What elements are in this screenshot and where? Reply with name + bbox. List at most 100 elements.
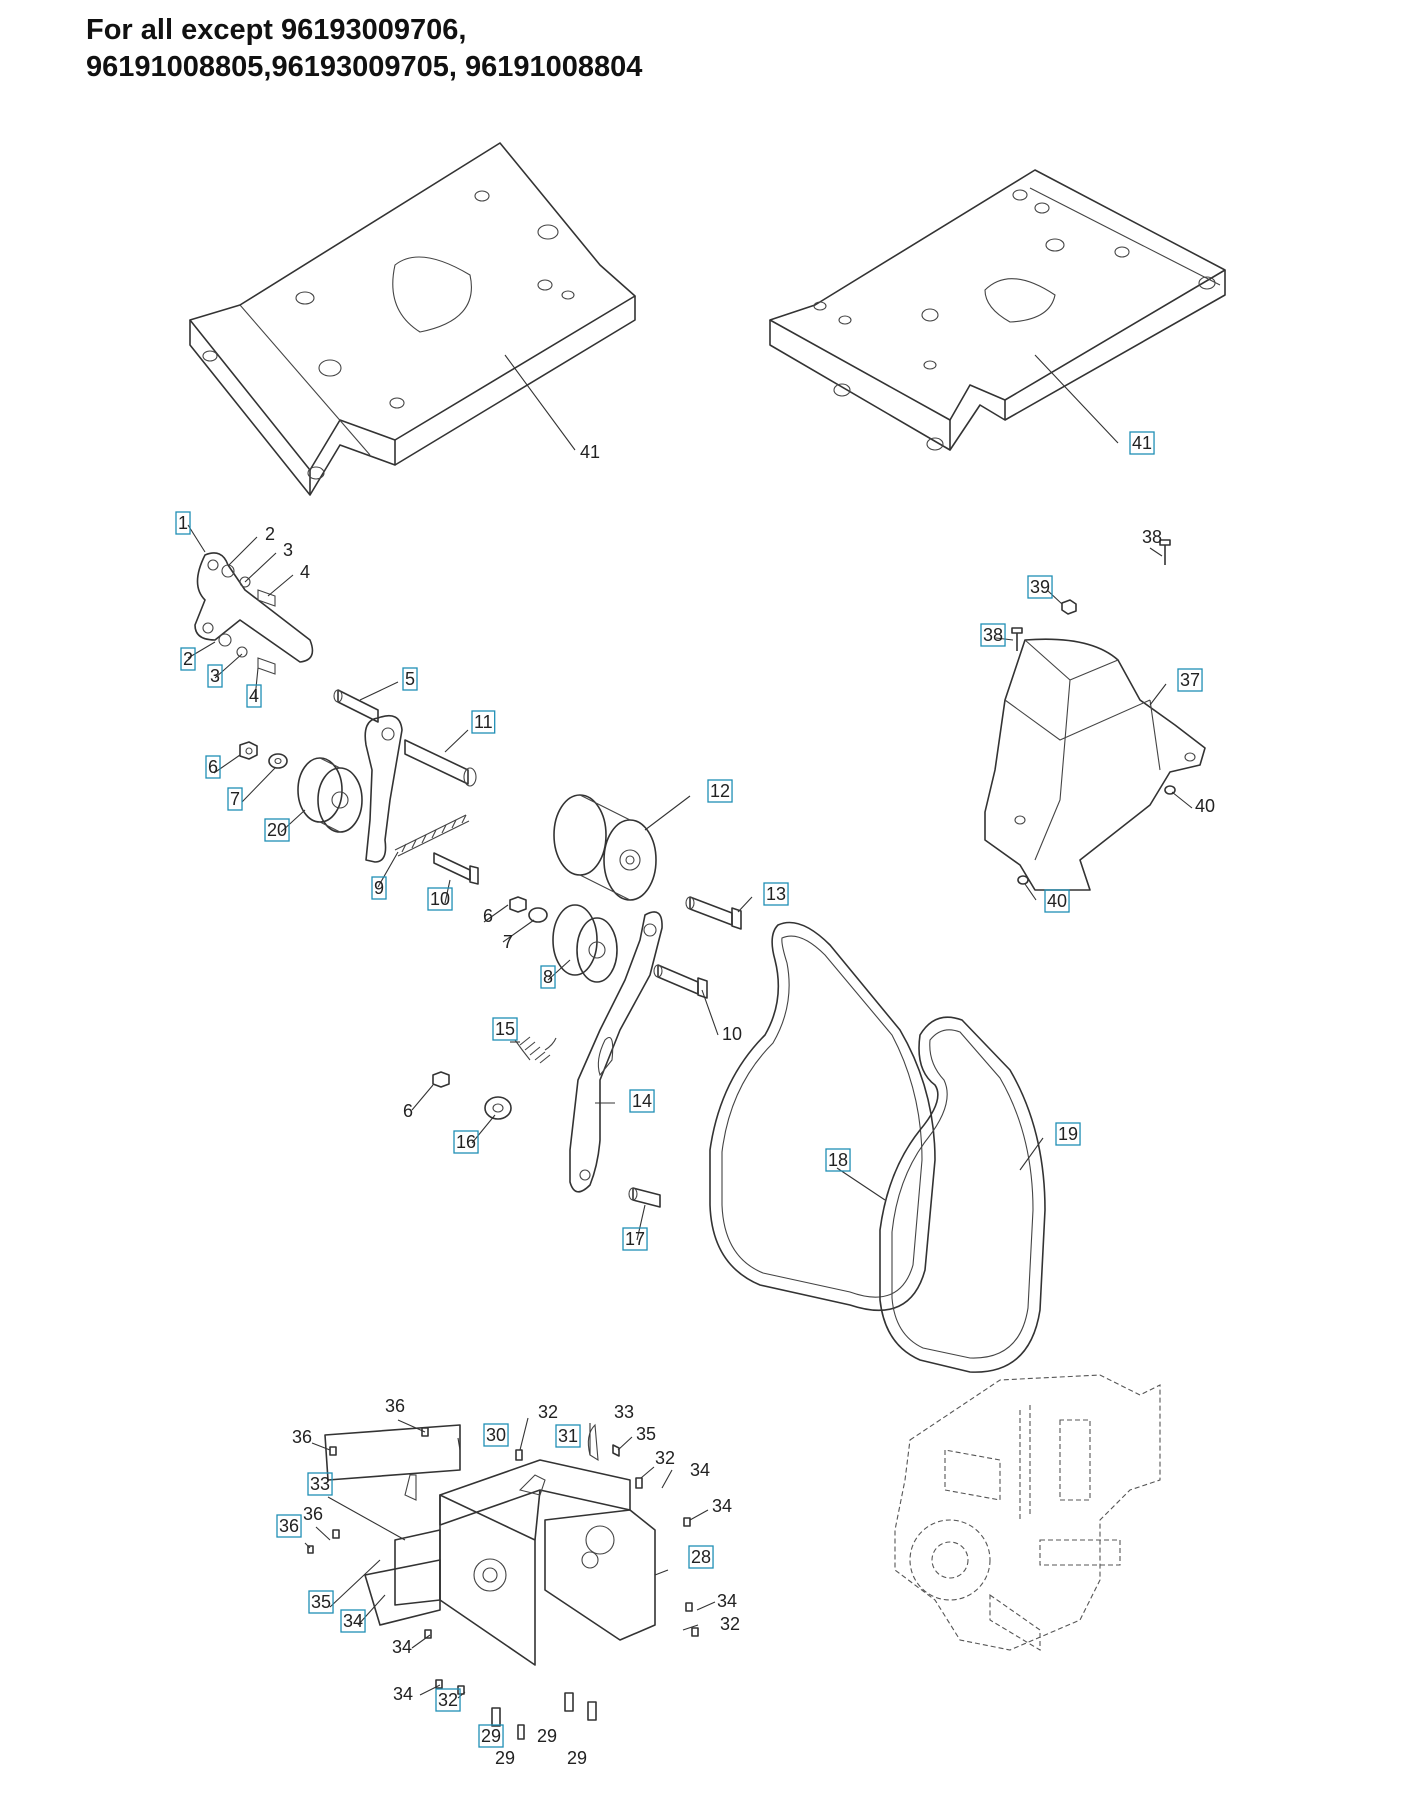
callout-16-boxed: 16 xyxy=(456,1132,476,1152)
callout-box xyxy=(207,664,223,688)
callout-34: 34 xyxy=(393,1684,413,1704)
callout-30-boxed: 30 xyxy=(486,1425,506,1445)
callout-38: 38 xyxy=(1142,527,1162,547)
callout-31-boxed: 31 xyxy=(558,1426,578,1446)
callout-box xyxy=(435,1688,461,1712)
callout-34-boxed: 34 xyxy=(343,1611,363,1631)
callout-29: 29 xyxy=(537,1726,557,1746)
callout-box xyxy=(205,755,221,779)
callout-34: 34 xyxy=(717,1591,737,1611)
arm-14 xyxy=(569,911,663,1193)
callout-box xyxy=(1177,668,1203,692)
callout-17-boxed: 17 xyxy=(625,1229,645,1249)
callout-5-boxed: 5 xyxy=(405,669,415,689)
callout-9-boxed: 9 xyxy=(374,878,384,898)
callout-box xyxy=(1129,431,1155,455)
callout-11-boxed: 11 xyxy=(474,712,493,732)
callout-36: 36 xyxy=(303,1504,323,1524)
callout-box xyxy=(180,647,196,671)
callout-33: 33 xyxy=(614,1402,634,1422)
page-title: For all except 96193009706, 96191008805,… xyxy=(86,14,643,83)
callout-box xyxy=(483,1423,509,1447)
callout-36-boxed: 36 xyxy=(279,1516,299,1536)
plate-41-right xyxy=(769,169,1226,451)
callout-7: 7 xyxy=(503,932,513,952)
spring-15 xyxy=(514,1036,557,1064)
callout-box xyxy=(622,1227,648,1251)
callout-34: 34 xyxy=(392,1637,412,1657)
callout-box xyxy=(980,623,1006,647)
callout-6-boxed: 6 xyxy=(208,757,218,777)
callout-29: 29 xyxy=(495,1748,515,1768)
callout-39-boxed: 39 xyxy=(1030,577,1050,597)
belt-cover-37-assembly xyxy=(984,539,1206,891)
callout-29-boxed: 29 xyxy=(481,1726,501,1746)
callout-32: 32 xyxy=(720,1614,740,1634)
engine-outline xyxy=(894,1374,1161,1651)
callout-40: 40 xyxy=(1195,796,1215,816)
bracket-1-assembly xyxy=(194,552,314,675)
callout-box xyxy=(427,887,453,911)
bracket-hardware xyxy=(307,1427,699,1740)
callout-34: 34 xyxy=(690,1460,710,1480)
callout-box xyxy=(453,1130,479,1154)
pivot-arm-5-assembly xyxy=(333,689,477,863)
nut-washer-6-7 xyxy=(509,896,548,923)
belt-18 xyxy=(709,921,936,1312)
callout-box xyxy=(308,1590,334,1614)
callout-41-boxed: 41 xyxy=(1132,433,1152,453)
callout-box xyxy=(763,882,789,906)
callout-28-boxed: 28 xyxy=(691,1547,711,1567)
callout-6: 6 xyxy=(403,1101,413,1121)
callout-34: 34 xyxy=(712,1496,732,1516)
callout-1-boxed: 1 xyxy=(178,513,188,533)
bolt-10 xyxy=(433,852,479,885)
callout-4: 4 xyxy=(300,562,310,582)
callout-10: 10 xyxy=(722,1024,742,1044)
callout-box xyxy=(340,1609,366,1633)
callout-18-boxed: 18 xyxy=(828,1150,848,1170)
bolt-13 xyxy=(685,896,742,930)
bolt-10-right xyxy=(653,964,708,999)
callout-37-boxed: 37 xyxy=(1180,670,1200,690)
callout-14-boxed: 14 xyxy=(632,1091,652,1111)
callout-40-boxed: 40 xyxy=(1047,891,1067,911)
callout-41: 41 xyxy=(580,442,600,462)
pulley-12-assembly xyxy=(552,794,657,983)
callout-13-boxed: 13 xyxy=(766,884,786,904)
callout-box xyxy=(276,1514,302,1538)
callout-box xyxy=(371,876,387,900)
callout-8-boxed: 8 xyxy=(543,967,553,987)
callout-box xyxy=(246,684,262,708)
callout-box xyxy=(1055,1122,1081,1146)
plate-41-left xyxy=(189,142,636,496)
callout-38-boxed: 38 xyxy=(983,625,1003,645)
callout-12-boxed: 12 xyxy=(710,781,730,801)
callout-10-boxed: 10 xyxy=(430,889,450,909)
callout-box xyxy=(227,787,243,811)
callout-36: 36 xyxy=(385,1396,405,1416)
callout-box xyxy=(688,1545,714,1569)
callout-box xyxy=(471,710,496,734)
callout-2-boxed: 2 xyxy=(183,649,193,669)
callout-29: 29 xyxy=(567,1748,587,1768)
callout-7-boxed: 7 xyxy=(230,789,240,809)
callout-19-boxed: 19 xyxy=(1058,1124,1078,1144)
callout-33-boxed: 33 xyxy=(310,1474,330,1494)
callout-box xyxy=(1044,889,1070,913)
callout-box xyxy=(175,511,191,535)
callout-box xyxy=(264,818,290,842)
bolt-17 xyxy=(628,1187,661,1208)
callout-box xyxy=(1027,575,1053,599)
callout-box xyxy=(402,667,418,691)
callout-box xyxy=(555,1424,581,1448)
callout-15-boxed: 15 xyxy=(495,1019,515,1039)
callout-20-boxed: 20 xyxy=(267,820,287,840)
callout-box xyxy=(307,1472,333,1496)
callout-3-boxed: 3 xyxy=(210,666,220,686)
callout-box xyxy=(629,1089,655,1113)
callout-box xyxy=(707,779,733,803)
callout-32-boxed: 32 xyxy=(438,1690,458,1710)
belt-19 xyxy=(879,1016,1046,1373)
